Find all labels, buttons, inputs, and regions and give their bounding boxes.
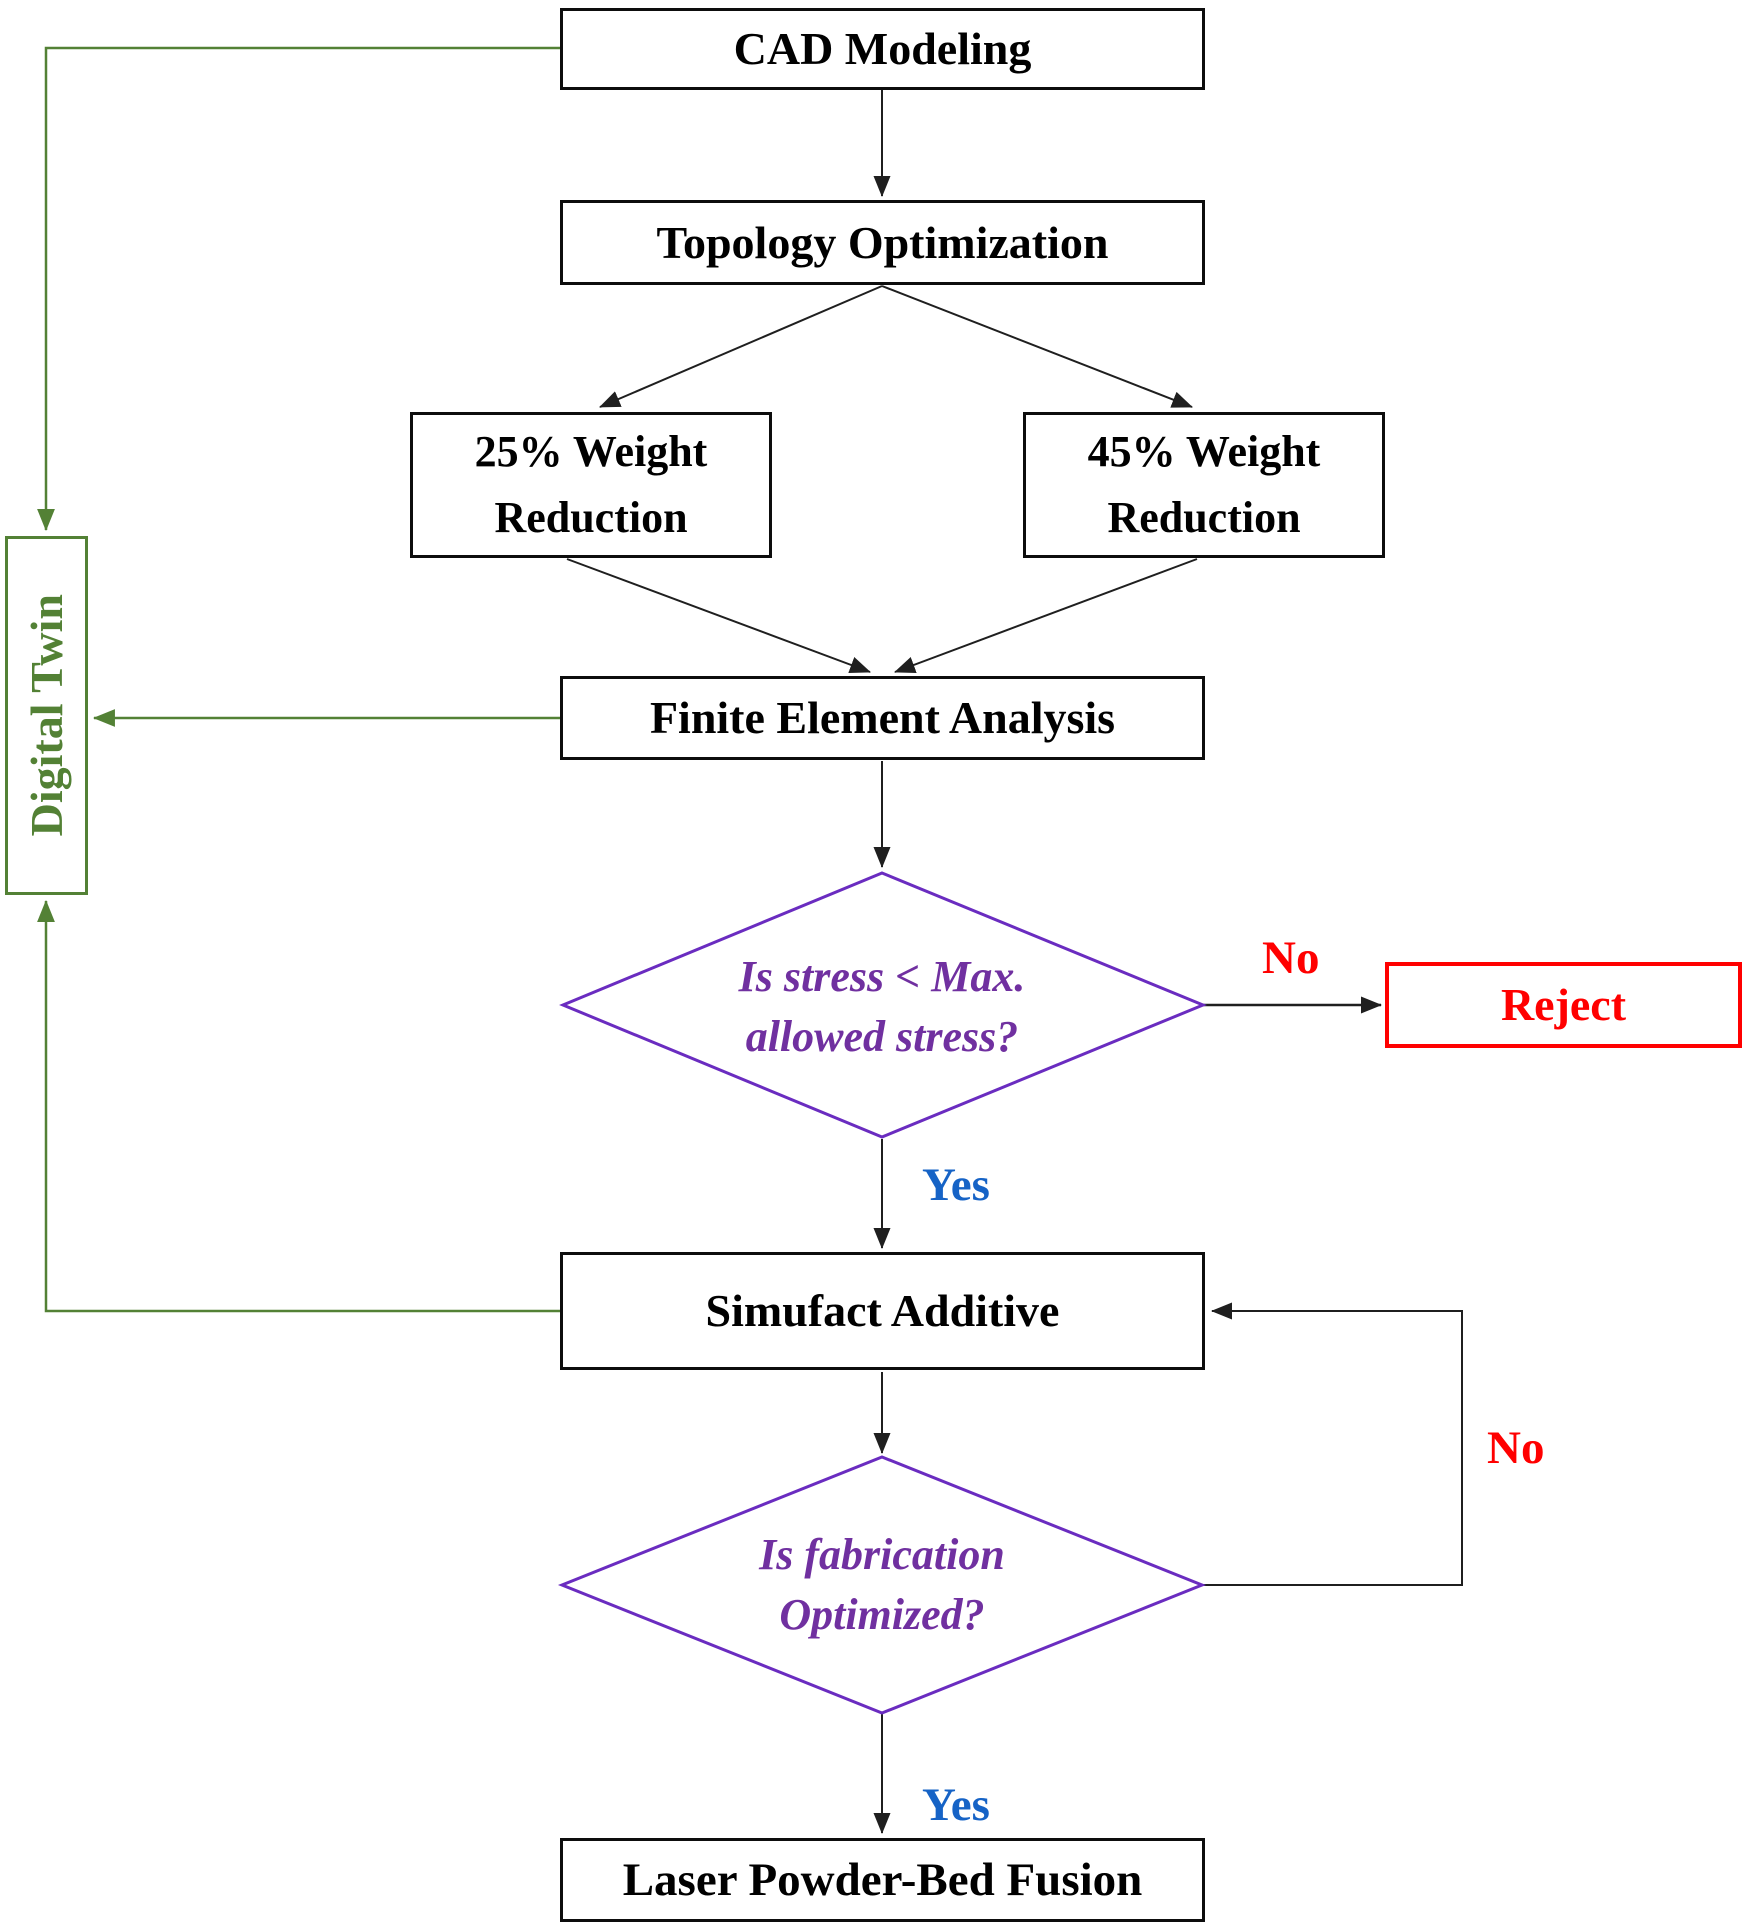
weight-reduction-25-line2: Reduction	[494, 493, 688, 542]
finite-element-analysis-box: Finite Element Analysis	[560, 676, 1205, 760]
stress-decision-line1: Is stress < Max.	[738, 952, 1026, 1001]
fabrication-decision-diamond	[557, 1455, 1207, 1715]
reject-label: Reject	[1500, 979, 1627, 1031]
edge-wr45-to-fea	[894, 558, 1198, 673]
finite-element-analysis-label: Finite Element Analysis	[649, 692, 1116, 744]
cad-modeling-label: CAD Modeling	[733, 23, 1032, 75]
topology-optimization-box: Topology Optimization	[560, 200, 1205, 285]
fabrication-yes-label: Yes	[922, 1779, 990, 1831]
fabrication-decision-line2: Optimized?	[779, 1590, 985, 1639]
edge-cad-to-digital-twin	[37, 46, 560, 532]
stress-decision-diamond	[559, 871, 1207, 1139]
topology-optimization-label: Topology Optimization	[656, 216, 1109, 268]
weight-reduction-45-line1: 45% Weight	[1087, 427, 1321, 476]
edge-topology-to-wr25	[599, 285, 883, 408]
edge-topology-to-wr45	[881, 285, 1193, 408]
stress-decision-text: Is stress < Max. allowed stress?	[632, 947, 1132, 1067]
weight-reduction-25-box: 25% Weight Reduction	[410, 412, 772, 558]
fabrication-no-label: No	[1487, 1422, 1545, 1474]
reject-box: Reject	[1385, 962, 1742, 1048]
laser-powder-bed-fusion-label: Laser Powder-Bed Fusion	[622, 1853, 1143, 1906]
fabrication-decision-text: Is fabrication Optimized?	[632, 1525, 1132, 1645]
cad-modeling-box: CAD Modeling	[560, 8, 1205, 90]
simufact-additive-box: Simufact Additive	[560, 1252, 1205, 1370]
stress-yes-label: Yes	[922, 1159, 990, 1211]
fabrication-decision-line1: Is fabrication	[759, 1530, 1005, 1579]
stress-no-label: No	[1262, 932, 1320, 984]
weight-reduction-45-line2: Reduction	[1107, 493, 1301, 542]
laser-powder-bed-fusion-box: Laser Powder-Bed Fusion	[560, 1838, 1205, 1922]
edge-fabrication-no-loop-to-simufact	[1202, 1302, 1463, 1586]
weight-reduction-25-line1: 25% Weight	[474, 427, 708, 476]
simufact-additive-label: Simufact Additive	[705, 1285, 1060, 1337]
stress-decision-line2: allowed stress?	[745, 1012, 1019, 1061]
edge-simufact-to-digital-twin	[37, 899, 560, 1313]
weight-reduction-45-box: 45% Weight Reduction	[1023, 412, 1385, 558]
edge-wr25-to-fea	[566, 558, 871, 673]
digital-twin-label: Digital Twin	[20, 594, 72, 837]
digital-twin-box: Digital Twin	[5, 536, 88, 895]
